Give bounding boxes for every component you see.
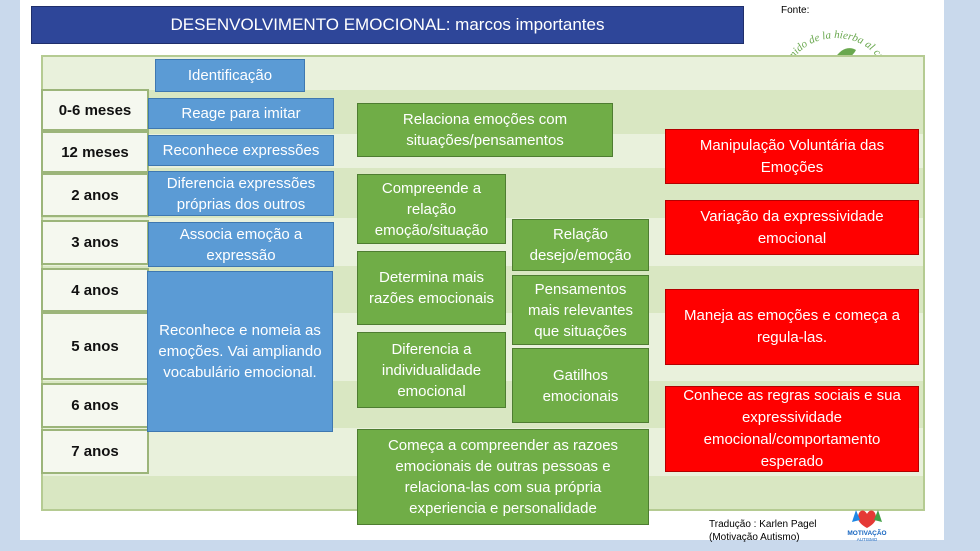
- age-label: 3 anos: [41, 220, 149, 265]
- milestone-box: Reconhece expressões: [148, 135, 334, 166]
- age-label: 6 anos: [41, 383, 149, 428]
- milestone-box: Reage para imitar: [148, 98, 334, 129]
- milestone-box: Manipulação Voluntária das Emoções: [665, 129, 919, 184]
- translation-credit: Tradução : Karlen Pagel (Motivação Autis…: [709, 518, 816, 544]
- milestone-box: Reconhece e nomeia as emoções. Vai ampli…: [147, 271, 333, 432]
- milestone-box: Maneja as emoções e começa a regula-las.: [665, 289, 919, 365]
- left-frame: [0, 0, 20, 551]
- motivacao-logo-name: MOTIVAÇÃO: [847, 528, 886, 537]
- milestone-box: Relação desejo/emoção: [512, 219, 649, 271]
- age-label: 12 meses: [41, 131, 149, 173]
- age-label: 0-6 meses: [41, 89, 149, 131]
- credit-line: (Motivação Autismo): [709, 532, 800, 543]
- page-title: DESENVOLVIMENTO EMOCIONAL: marcos import…: [31, 6, 744, 44]
- age-label: 5 anos: [41, 312, 149, 380]
- milestone-box: Identificação: [155, 59, 305, 92]
- age-label: 4 anos: [41, 268, 149, 312]
- source-label: Fonte:: [781, 5, 810, 16]
- milestone-box: Conhece as regras sociais e sua expressi…: [665, 386, 919, 472]
- right-frame: [944, 0, 980, 551]
- credit-line: Tradução : Karlen Pagel: [709, 519, 817, 530]
- age-label: 2 anos: [41, 173, 149, 217]
- hands-icon: [852, 510, 882, 528]
- milestone-box: Começa a compreender as razoes emocionai…: [357, 429, 649, 525]
- milestone-box: Diferencia a individualidade emocional: [357, 332, 506, 408]
- milestone-box: Compreende a relação emoção/situação: [357, 174, 506, 244]
- milestone-box: Determina mais razões emocionais: [357, 251, 506, 325]
- motivacao-logo: MOTIVAÇÃO AUTISMO: [847, 510, 887, 542]
- milestone-box: Diferencia expressões próprias dos outro…: [148, 171, 334, 216]
- milestone-box: Pensamentos mais relevantes que situaçõe…: [512, 275, 649, 345]
- milestone-box: Gatilhos emocionais: [512, 348, 649, 423]
- milestone-box: Associa emoção a expressão: [148, 222, 334, 267]
- age-label: 7 anos: [41, 429, 149, 474]
- milestone-box: Variação da expressividade emocional: [665, 200, 919, 255]
- bottom-frame: [0, 540, 980, 551]
- motivacao-logo-sub: AUTISMO: [857, 537, 878, 542]
- milestone-box: Relaciona emoções com situações/pensamen…: [357, 103, 613, 157]
